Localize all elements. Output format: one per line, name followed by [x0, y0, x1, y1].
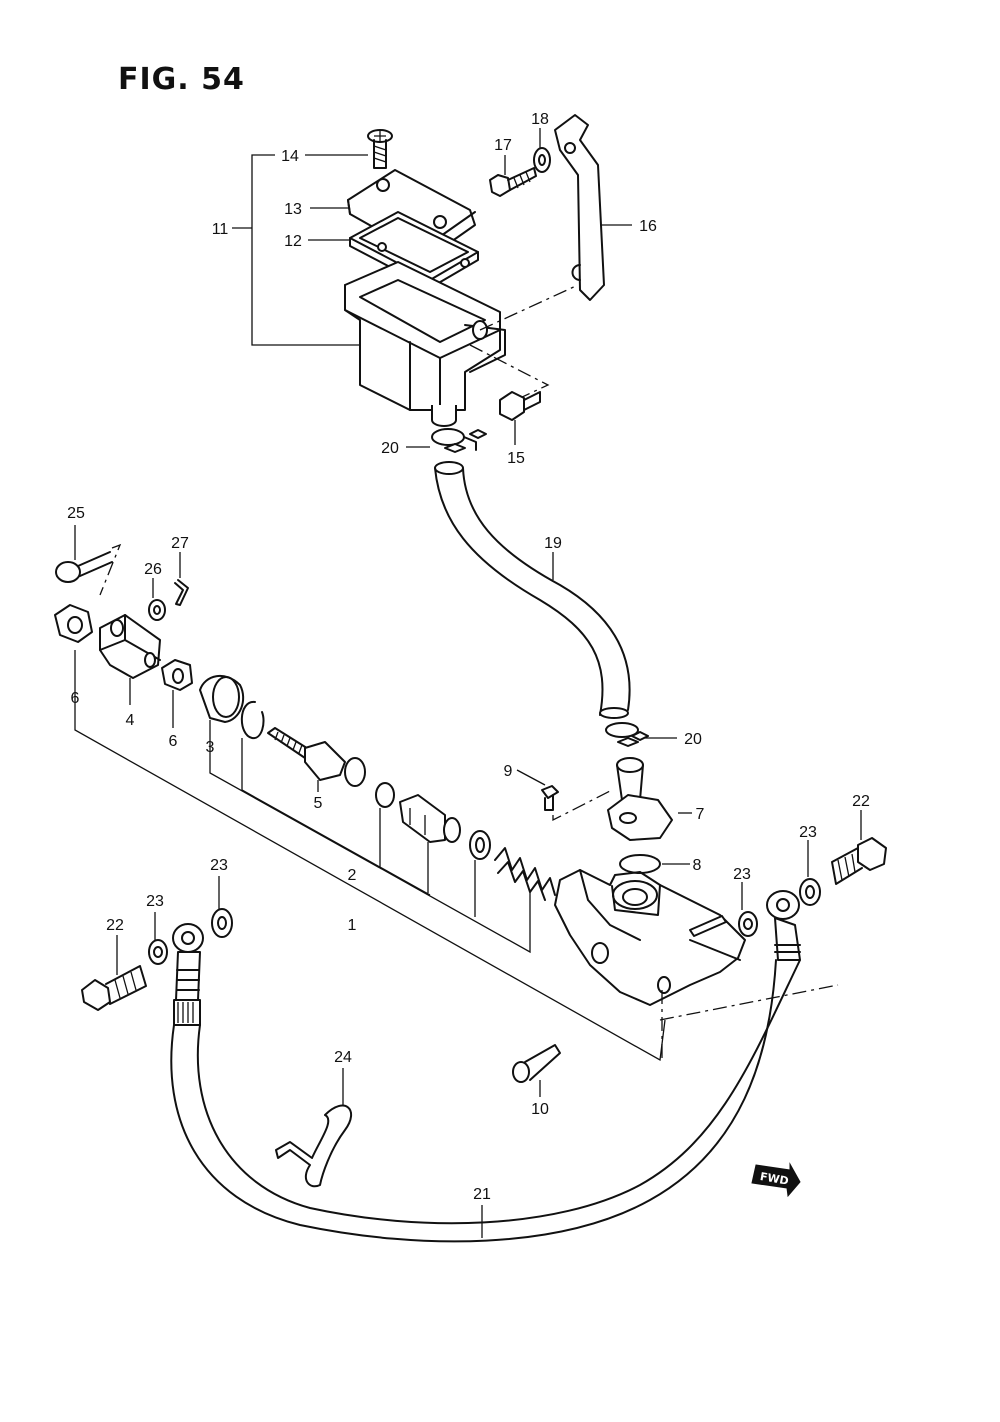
master-cylinder-body-part: [554, 869, 746, 1006]
callout-23-right-upper: 23: [799, 824, 817, 841]
callout-15: 15: [507, 450, 525, 467]
callout-22-right: 22: [852, 793, 870, 810]
nut-6-left-part: [54, 604, 93, 643]
callout-25: 25: [67, 505, 85, 522]
hose-19-part: [434, 461, 631, 719]
callout-16: 16: [639, 218, 657, 235]
figure-title: FIG. 54: [118, 62, 245, 97]
bolt-10-part: [512, 1044, 561, 1097]
brake-hose-21-part: [170, 959, 801, 1243]
callout-20-upper: 20: [381, 440, 399, 457]
callout-21: 21: [473, 1186, 491, 1203]
callout-3: 3: [206, 739, 215, 756]
callout-12: 12: [284, 233, 302, 250]
callout-23-right-lower: 23: [733, 866, 751, 883]
callout-6-left: 6: [71, 690, 80, 707]
callout-18: 18: [531, 111, 549, 128]
callout-13: 13: [284, 201, 302, 218]
boot-3-part: [199, 675, 381, 869]
washer-18-part: [533, 128, 551, 173]
callout-1: 1: [348, 917, 357, 934]
nut-6-mid-part: [161, 659, 193, 728]
banjo-fitting-left-part: [172, 923, 204, 1026]
callout-10: 10: [531, 1101, 549, 1118]
forward-arrow-icon: FWD: [751, 1162, 801, 1198]
fwd-label: FWD: [759, 1170, 790, 1188]
callout-7: 7: [696, 806, 705, 823]
circlip-part: [240, 701, 431, 896]
washer-23-left-upper-part: [211, 876, 233, 938]
washer-26-part: [148, 578, 166, 621]
inlet-fitting-7-part: [607, 757, 692, 841]
washer-23-left-lower-part: [148, 912, 168, 965]
callout-19: 19: [544, 535, 562, 552]
callout-24: 24: [334, 1049, 352, 1066]
washer-23-right-lower-part: [738, 882, 758, 937]
callout-23-left-upper: 23: [210, 857, 228, 874]
clip-20-lower-part: [605, 722, 677, 747]
union-bolt-22-left-part: [81, 935, 147, 1011]
callout-5: 5: [314, 795, 323, 812]
callout-8: 8: [693, 857, 702, 874]
pin-25-part: [55, 525, 122, 596]
callout-11: 11: [212, 221, 229, 238]
callout-23-left-lower: 23: [146, 893, 164, 910]
callout-6-mid: 6: [169, 733, 178, 750]
screw-9-part: [516, 769, 613, 822]
reservoir-body-part: [344, 261, 506, 427]
callout-20-lower: 20: [684, 731, 702, 748]
banjo-fitting-right-part: [766, 890, 801, 961]
callout-9: 9: [504, 763, 513, 780]
o-ring-8-part: [619, 854, 690, 874]
clip-20-upper-part: [406, 428, 487, 453]
callout-2: 2: [348, 867, 357, 884]
bolt-15-part: [499, 391, 541, 445]
screw-17-part: [489, 155, 537, 197]
cup-seal-part: [469, 830, 491, 917]
piston-part: [375, 782, 461, 893]
union-bolt-22-right-part: [831, 810, 887, 885]
spring-part: [379, 847, 556, 954]
callout-14: 14: [281, 148, 299, 165]
cotter-pin-27-part: [174, 552, 189, 606]
hose-clamp-24-part: [275, 1068, 352, 1188]
reservoir-bracket-part: [232, 154, 360, 346]
screw-14-part: [305, 129, 393, 169]
bracket-16-part: [554, 114, 632, 301]
clevis-4-part: [99, 614, 161, 705]
push-rod-5-part: [267, 727, 366, 792]
callout-26: 26: [144, 561, 162, 578]
washer-23-right-upper-part: [799, 840, 821, 906]
callout-4: 4: [126, 712, 135, 729]
callout-17: 17: [494, 137, 512, 154]
callout-22-left: 22: [106, 917, 124, 934]
callout-labels: 1 2 3 4 5 6 6 7 8 9 10 11 12 13 14 15 16…: [67, 111, 870, 1203]
callout-27: 27: [171, 535, 189, 552]
